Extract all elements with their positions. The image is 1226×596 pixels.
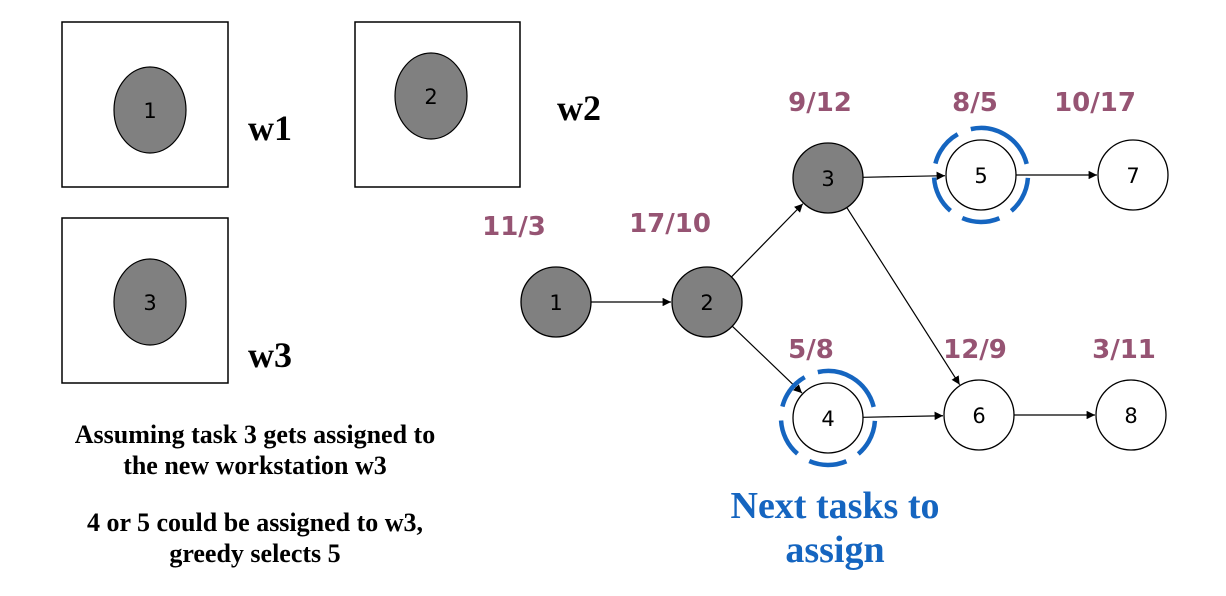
workstation-label: w2: [557, 88, 601, 128]
node-circle: [945, 139, 1017, 211]
edge-3-5: [862, 171, 946, 181]
node-metric-label: 5/8: [788, 335, 834, 365]
node-metric-label: 11/3: [482, 212, 546, 242]
workstation-w1: 1 w1: [61, 21, 292, 188]
node-number: 2: [700, 291, 713, 315]
node-metric-label: 10/17: [1054, 88, 1136, 118]
highlight-ring-4: [778, 368, 878, 468]
assumption-line-2: the new workstation w3: [123, 450, 387, 480]
node-circle: [943, 379, 1015, 451]
node-circle: [671, 266, 743, 338]
task-node-4: 4 5/8: [788, 335, 864, 454]
node-number: 5: [974, 164, 987, 188]
choice-line-2: greedy selects 5: [169, 538, 341, 568]
edge-3-6: [846, 207, 961, 385]
edges: [591, 170, 1097, 421]
edge-2-3: [731, 203, 804, 278]
assumption-line-1: Assuming task 3 gets assigned to: [74, 420, 436, 449]
node-number: 3: [821, 167, 834, 191]
choice-line-1: 4 or 5 could be assigned to w3,: [86, 508, 424, 537]
node-circle: [1095, 379, 1167, 451]
task-node-3: 3 9/12: [788, 88, 864, 214]
choice-caption: 4 or 5 could be assigned to w3, greedy s…: [20, 508, 490, 569]
task-node-8: 8 3/11: [1092, 335, 1167, 451]
edge-4-6: [862, 411, 944, 421]
task-number: 3: [143, 291, 156, 315]
task-node-6: 6 12/9: [943, 335, 1015, 451]
next-tasks-line-2: assign: [785, 528, 885, 571]
task-circle: [113, 258, 187, 346]
next-tasks-label: Next tasks to assign: [690, 485, 980, 572]
task-nodes: 1 11/3 2 17/10 3 9/12 4 5/8 5 8/5 6 12/9 7 10/17 8 3/11: [482, 88, 1169, 454]
workstation-label: w3: [248, 335, 292, 375]
node-circle: [792, 382, 864, 454]
highlight-rings: [778, 125, 1031, 468]
workstation-w2: 2 w2: [354, 21, 601, 188]
node-circle: [1097, 139, 1169, 211]
highlight-ring-5: [931, 125, 1031, 225]
task-node-1: 1 11/3: [482, 212, 592, 338]
node-metric-label: 9/12: [788, 88, 852, 118]
node-metric-label: 3/11: [1092, 335, 1156, 365]
node-metric-label: 12/9: [943, 335, 1007, 365]
task-node-7: 7 10/17: [1054, 88, 1169, 211]
node-number: 6: [972, 404, 985, 428]
task-number: 2: [424, 85, 437, 109]
task-circle: [394, 52, 468, 140]
edge-2-4: [731, 325, 803, 394]
node-number: 1: [549, 291, 562, 315]
task-number: 1: [143, 99, 156, 123]
node-metric-label: 8/5: [952, 88, 998, 118]
node-circle: [520, 266, 592, 338]
workstation-label: w1: [248, 108, 292, 148]
task-node-2: 2 17/10: [629, 209, 743, 338]
task-node-5: 5 8/5: [945, 88, 1017, 211]
node-metric-label: 17/10: [629, 209, 711, 239]
node-number: 7: [1126, 164, 1139, 188]
node-number: 4: [821, 407, 834, 431]
next-tasks-line-1: Next tasks to: [730, 485, 940, 527]
node-circle: [792, 142, 864, 214]
task-circle: [113, 66, 187, 154]
node-number: 8: [1124, 404, 1137, 428]
workstation-w3: 3 w3: [61, 217, 292, 384]
assumption-caption: Assuming task 3 gets assigned to the new…: [20, 420, 490, 481]
